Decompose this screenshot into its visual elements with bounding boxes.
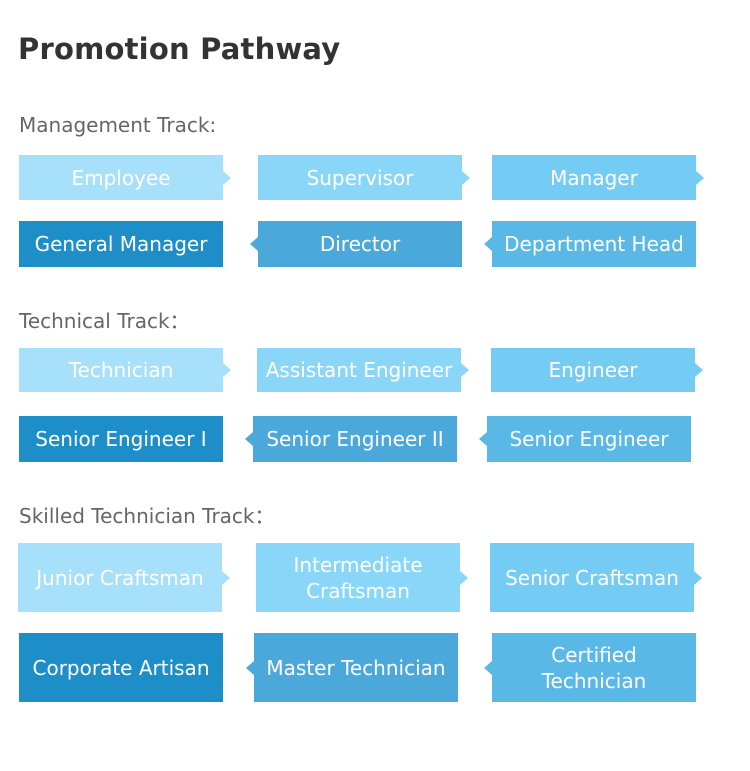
step-assistant-engineer: Assistant Engineer xyxy=(257,348,469,392)
step-manager: Manager xyxy=(492,155,704,200)
management-track-label: Management Track: xyxy=(19,113,217,137)
step-senior-engineer: Senior Engineer xyxy=(479,416,691,462)
step-senior-craftsman: Senior Craftsman xyxy=(490,543,702,612)
step-corporate-artisan: Corporate Artisan xyxy=(19,633,223,702)
technical-track-label: Technical Track： xyxy=(19,309,190,333)
step-engineer: Engineer xyxy=(491,348,703,392)
step-senior-engineer-ii: Senior Engineer II xyxy=(245,416,457,462)
step-department-head: Department Head xyxy=(484,221,696,267)
step-intermediate-craftsman: Intermediate Craftsman xyxy=(256,543,468,612)
step-director: Director xyxy=(250,221,462,267)
step-technician: Technician xyxy=(19,348,231,392)
page-title: Promotion Pathway xyxy=(18,32,341,66)
step-certified-technician: Certified Technician xyxy=(484,633,696,702)
step-junior-craftsman: Junior Craftsman xyxy=(18,543,230,612)
step-general-manager: General Manager xyxy=(19,221,223,267)
skilled-technician-track-label: Skilled Technician Track： xyxy=(19,504,275,528)
step-supervisor: Supervisor xyxy=(258,155,470,200)
step-master-technician: Master Technician xyxy=(246,633,458,702)
step-employee: Employee xyxy=(19,155,231,200)
step-senior-engineer-i: Senior Engineer I xyxy=(19,416,223,462)
